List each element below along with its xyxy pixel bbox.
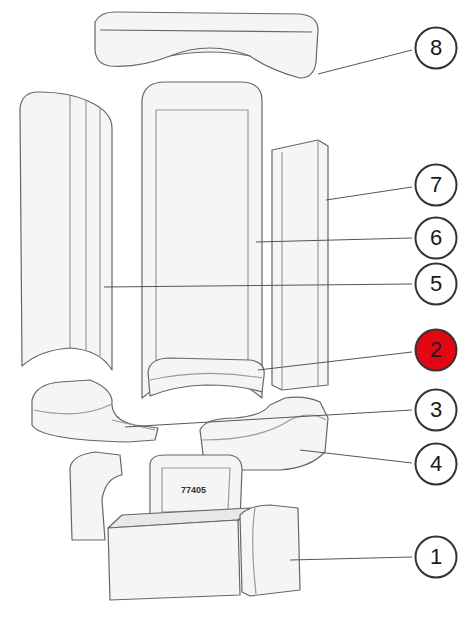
callout-ring [416, 330, 457, 371]
right-side-edge [282, 140, 318, 389]
callout-circle: 4 [414, 442, 458, 486]
leader-line [300, 450, 412, 463]
callout-ring [416, 264, 457, 305]
callout-number: 3 [430, 397, 442, 423]
callout-number: 4 [430, 451, 442, 477]
callout-ring [416, 218, 457, 259]
leader-line [326, 187, 412, 200]
centre-floor-edge [150, 373, 262, 380]
callout-circle: 2 [414, 328, 458, 372]
callout-ring [416, 28, 457, 69]
leader-line [290, 557, 412, 560]
callout-number: 8 [430, 35, 442, 61]
bottom-right-edge [253, 508, 256, 594]
baffle-brick [95, 12, 318, 78]
leader-line [125, 410, 412, 427]
leader-line [318, 50, 412, 74]
callout-number: 5 [430, 271, 442, 297]
baffle-edge [100, 30, 312, 56]
callout-ring [416, 444, 457, 485]
leader-line [256, 238, 412, 242]
callout-circle: 1 [414, 535, 458, 579]
bottom-right-brick [240, 505, 300, 596]
right-side-brick [272, 140, 328, 390]
callout-number: 1 [430, 544, 442, 570]
centre-floor-brick [148, 358, 264, 396]
bottom-back-face [162, 468, 230, 512]
callout-circle: 8 [414, 26, 458, 70]
leader-line [258, 352, 412, 370]
leader-line [104, 284, 412, 287]
callout-ring [416, 537, 457, 578]
bottom-front-slab [108, 520, 240, 600]
callout-ring [416, 390, 457, 431]
callout-number: 2 [430, 337, 442, 363]
back-brick [142, 82, 262, 398]
left-side-brick [20, 92, 112, 370]
callout-circle: 3 [414, 388, 458, 432]
back-brick-face [156, 110, 248, 370]
left-side-ribs [70, 96, 100, 356]
callout-number: 7 [430, 172, 442, 198]
left-floor-brick [32, 380, 158, 442]
callout-circle: 6 [414, 216, 458, 260]
part-number: 77405 [181, 485, 206, 495]
callout-circle: 7 [414, 163, 458, 207]
callout-number: 6 [430, 225, 442, 251]
callout-ring [416, 165, 457, 206]
callout-circle: 5 [414, 262, 458, 306]
